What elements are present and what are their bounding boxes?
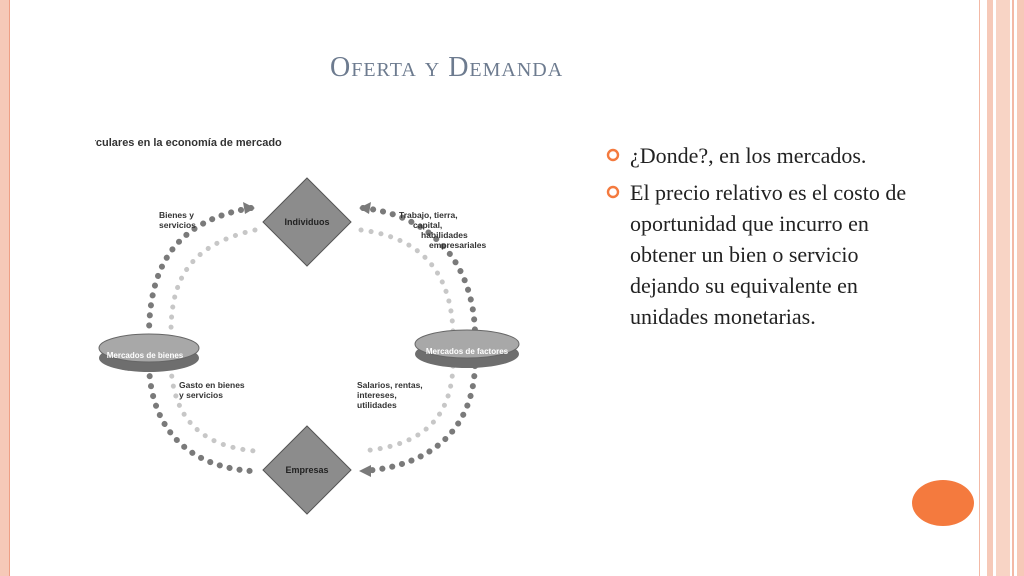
flow-arc-inner-left-top: [168, 227, 258, 335]
right-border-stripe: [1017, 0, 1024, 576]
flow-arc-outer-left-bottom: [146, 363, 254, 474]
bullet-text: ¿Donde?, en los mercados.: [630, 143, 867, 168]
flow-label-gasto-2: y servicios: [179, 390, 223, 400]
slide-title: Oferta y Demanda: [330, 52, 564, 83]
flow-label-bienes-servicios-2: servicios: [159, 220, 196, 230]
arrowhead: [359, 202, 371, 214]
right-border-line: [1012, 0, 1014, 576]
right-border-stripe: [987, 0, 993, 576]
flow-label-trabajo-1: Trabajo, tierra,: [399, 210, 458, 220]
bullet-item: El precio relativo es el costo de oportu…: [604, 177, 924, 332]
mercado-factores-label: Mercados de factores: [426, 347, 509, 356]
right-border-stripe: [996, 0, 1010, 576]
flow-arc-outer-left-top: [146, 205, 254, 335]
empresas-label: Empresas: [285, 465, 328, 475]
flow-label-trabajo-2: capital,: [413, 220, 442, 230]
mercado-bienes-label: Mercados de bienes: [107, 351, 184, 360]
bullet-text: El precio relativo es el costo de oportu…: [630, 180, 907, 329]
individuos-label: Individuos: [285, 217, 330, 227]
empresas-node: [262, 425, 352, 515]
flow-label-salarios-2: intereses,: [357, 390, 397, 400]
flow-label-gasto-1: Gasto en bienes: [179, 380, 245, 390]
arrowhead: [359, 465, 371, 477]
bullet-ring-icon: [606, 185, 620, 199]
flow-arc-outer-right-top: [360, 205, 478, 335]
flow-label-bienes-servicios-1: Bienes y: [159, 210, 194, 220]
next-slide-button[interactable]: [912, 480, 974, 526]
flow-label-salarios-1: Salarios, rentas,: [357, 380, 423, 390]
flow-arc-inner-right-bottom: [358, 363, 456, 454]
flow-arc-inner-left-bottom: [168, 363, 258, 454]
flow-arc-inner-right-top: [358, 227, 456, 335]
bullet-ring-icon: [606, 148, 620, 162]
right-border-line: [979, 0, 980, 576]
diagram-heading: Flujos circulares en la economía de merc…: [95, 137, 282, 149]
flow-label-trabajo-4: empresariales: [429, 240, 486, 250]
bullet-item: ¿Donde?, en los mercados.: [604, 140, 924, 171]
flow-label-salarios-3: utilidades: [357, 400, 397, 410]
flow-arc-outer-right-bottom: [360, 363, 478, 474]
flow-label-trabajo-3: habilidades: [421, 230, 468, 240]
circular-flow-diagram: Flujos circulares en la economía de merc…: [47, 126, 585, 518]
mercado-factores-node: [414, 329, 520, 359]
individuos-node: [262, 177, 352, 267]
arrowhead: [243, 202, 255, 214]
left-border-stripe: [0, 0, 10, 576]
bullet-list: ¿Donde?, en los mercados. El precio rela…: [604, 140, 924, 338]
mercado-bienes-node: [98, 333, 200, 363]
